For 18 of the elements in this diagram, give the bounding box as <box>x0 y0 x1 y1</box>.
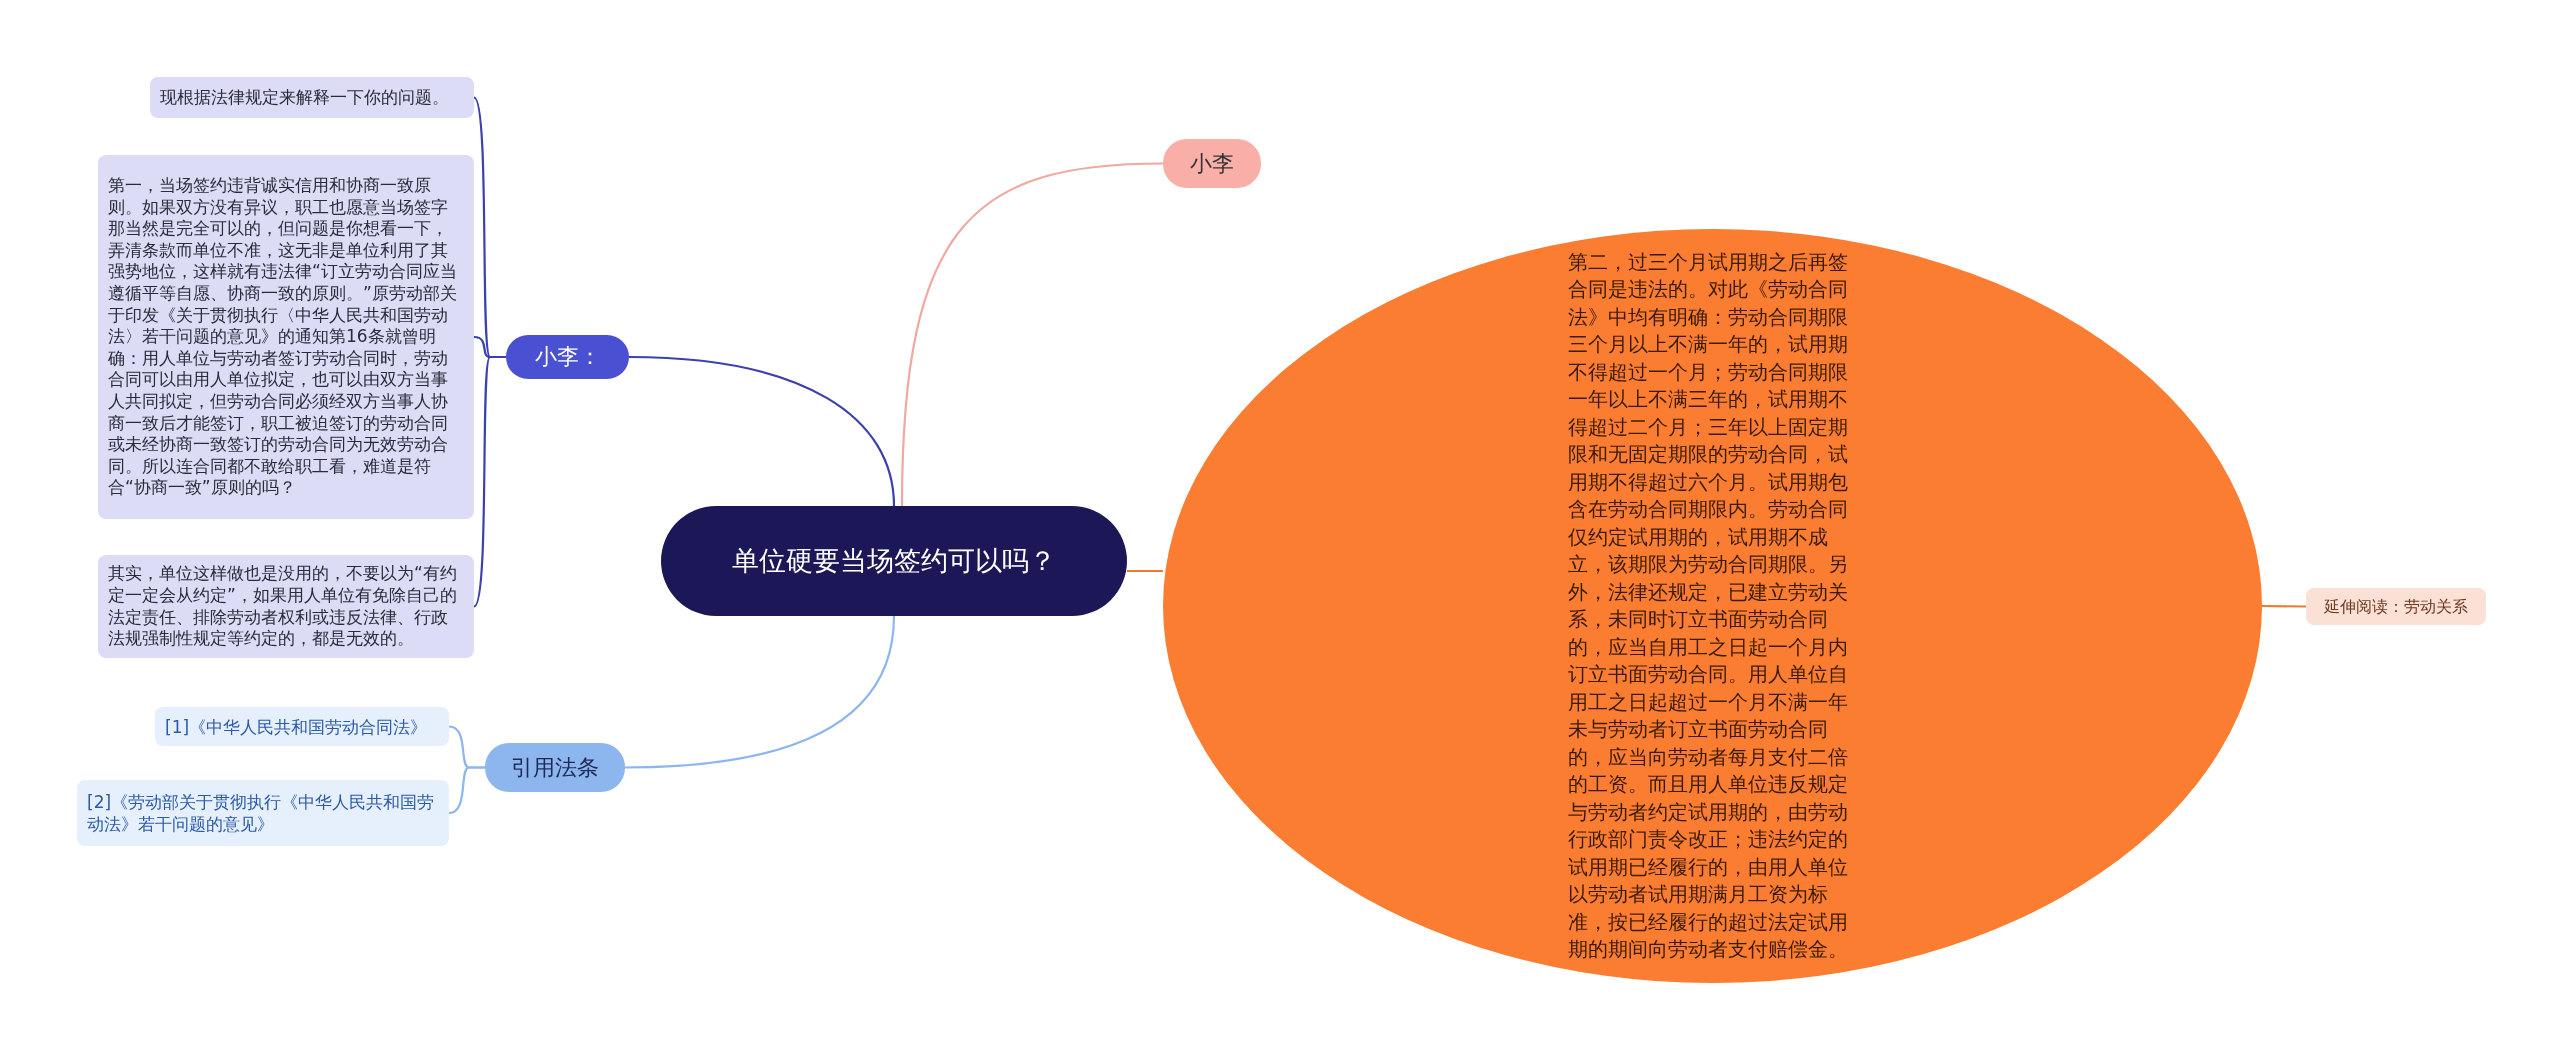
connector-line <box>473 355 506 608</box>
topic-ellipse: 第二，过三个月试用期之后再签合同是违法的。对此《劳动合同法》中均有明确：劳动合同期限三个月以上不满一年的，试用期不得超过一个月；劳动合同期限一年以上不满三年的，试用期不得超过二个月；三年以上固定期限和无固定期限的劳动合同，试用期不得超过六个月。试用期包含在劳动合同期限内。劳动合同仅约定试用期的，试用期不成立，该期限为劳动合同期限。另外，法律还规定，已建立劳动关系，未同时订立书面劳动合同的，应当自用工之日起一个月内订立书面劳动合同。用人单位自用工之日起超过一个月不满一年未与劳动者订立书面劳动合同的，应当向劳动者每月支付二倍的工资。而且用人单位违反规定与劳动者约定试用期的，由劳动行政部门责令改正；违法约定的试用期已经履行的，由用人单位以劳动者试用期满月工资为标准，按已经履行的超过法定试用期的期间向劳动者支付赔偿金。 <box>1163 229 2262 983</box>
topic-box: 小李： <box>506 335 629 379</box>
connector-line <box>2262 604 2306 608</box>
connector-line <box>624 615 896 769</box>
note-box: 第一，当场签约违背诚实信用和协商一致原则。如果双方没有异议，职工也愿意当场签字那当然是完全可以的，但问题是你想看一下，弄清条款而单位不准，这无非是单位利用了其强势地位，这样就有违法律“订立劳动合同应当遵循平等自愿、协商一致的原则。”原劳动部关于印发《关于贯彻执行〈中华人民共和国劳动法〉若干问题的意见》的通知第16条就曾明确：用人单位与劳动者签订劳动合同时，劳动合同可以由用人单位拟定，也可以由双方当事人共同拟定，但劳动合同必须经双方当事人协商一致后才能签订，职工被迫签订的劳动合同或未经协商一致签订的劳动合同为无效劳动合同。所以连合同都不敢给职工看，难道是符合“协商一致”原则的吗？ <box>98 155 474 519</box>
topic-box: 小李 <box>1163 139 1261 188</box>
reference-box: [1]《中华人民共和国劳动合同法》 <box>155 707 449 746</box>
connector-line <box>448 766 485 815</box>
connector-line <box>628 355 896 507</box>
root-topic-box: 单位硬要当场签约可以吗？ <box>661 506 1127 616</box>
topic-box: 引用法条 <box>485 743 625 792</box>
reference-box: [2]《劳动部关于贯彻执行《中华人民共和国劳动法》若干问题的意见》 <box>77 780 449 846</box>
link-tag: 延伸阅读：劳动关系 <box>2306 588 2486 625</box>
note-box: 其实，单位这样做也是没用的，不要以为“有约定一定会从约定”，如果用人单位有免除自己的法定责任、排除劳动者权利或违反法律、行政法规强制性规定等约定的，都是无效的。 <box>98 555 474 658</box>
connector-line <box>900 162 1164 507</box>
connector-line <box>1127 569 1163 573</box>
note-box: 现根据法律规定来解释一下你的问题。 <box>150 77 474 118</box>
